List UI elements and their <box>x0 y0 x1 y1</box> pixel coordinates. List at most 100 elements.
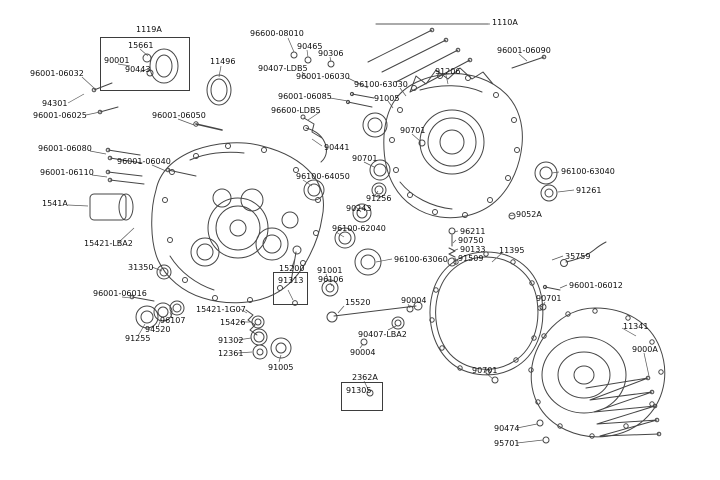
part-label: 91206 <box>435 67 461 76</box>
leader-line <box>329 56 332 63</box>
leader-line <box>621 327 637 337</box>
leader-line <box>452 257 457 261</box>
leader-line <box>287 37 295 53</box>
part-label: 96211 <box>460 227 486 236</box>
leader-line <box>91 174 108 178</box>
leader-line <box>551 255 564 261</box>
part-label: 90701 <box>472 366 498 375</box>
part-label: 96107 <box>160 316 186 325</box>
part-label: 96001-06080 <box>38 144 92 153</box>
leader-line <box>452 248 459 252</box>
part-label: 15426 <box>220 318 246 327</box>
leader-line <box>139 68 149 73</box>
part-label: 96100-64050 <box>296 172 350 181</box>
clutch-gasket-art <box>429 251 544 376</box>
leader-line <box>375 258 393 263</box>
leader-line <box>311 138 323 147</box>
leader-line <box>355 206 362 213</box>
leader-line <box>177 118 195 126</box>
leader-line <box>239 308 248 314</box>
part-label: 96001-06030 <box>296 72 350 81</box>
part-label: 1110A <box>492 18 518 27</box>
leader-line <box>491 252 503 263</box>
leader-line <box>237 351 253 354</box>
part-label: 15421-1G07 <box>196 305 246 314</box>
part-label: 96100-62040 <box>332 224 386 233</box>
part-label: 90133 <box>460 245 486 254</box>
part-label: 15421-LBA2 <box>84 239 133 248</box>
leader-line <box>278 354 282 363</box>
leader-line <box>516 423 538 429</box>
leader-line <box>151 266 163 272</box>
part-label: 96001-06012 <box>569 281 623 290</box>
leader-line <box>347 77 369 89</box>
bolt-art <box>91 23 662 437</box>
leader-line <box>85 111 101 116</box>
callout-box <box>100 37 190 91</box>
part-label: 1119A <box>136 25 162 34</box>
part-label: 90407-LBA2 <box>358 330 407 339</box>
part-label: 96001-06032 <box>30 69 84 78</box>
leader-line <box>407 303 411 309</box>
part-label: 96001-06050 <box>152 111 206 120</box>
leader-line <box>373 190 379 198</box>
part-label: 90701 <box>352 154 378 163</box>
leader-line <box>453 230 459 233</box>
clutch-cover-art <box>528 307 666 439</box>
leader-line <box>559 284 568 289</box>
part-label: 90474 <box>494 424 520 433</box>
leader-line <box>329 97 349 102</box>
part-label: 91313 <box>278 276 304 285</box>
leader-line <box>643 352 650 377</box>
part-label: 15520 <box>345 298 371 307</box>
leader-line <box>67 204 89 207</box>
part-label: 31350 <box>128 263 154 272</box>
callout-box <box>273 272 308 305</box>
leader-line <box>551 171 560 174</box>
leader-line <box>151 164 167 172</box>
crankcase-right-art <box>383 67 523 219</box>
leader-line <box>411 133 421 142</box>
part-label: 90004 <box>401 296 427 305</box>
part-label: 90243 <box>346 204 372 213</box>
leader-line <box>335 231 345 238</box>
part-label: 90441 <box>324 143 350 152</box>
part-label: 15200 <box>279 264 305 273</box>
part-label: 15661 <box>128 41 154 50</box>
leader-line <box>307 111 321 121</box>
part-label: 12361 <box>218 349 244 358</box>
part-label: 94301 <box>42 99 68 108</box>
leader-line <box>67 93 85 104</box>
leader-line <box>139 48 149 57</box>
part-label: 90306 <box>318 49 344 58</box>
leader-line <box>557 189 575 193</box>
part-label: 90701 <box>536 294 562 303</box>
leader-line <box>301 71 308 79</box>
part-label: 91302 <box>218 336 244 345</box>
part-label: 11395 <box>499 246 525 255</box>
part-label: 91256 <box>366 194 392 203</box>
part-label: 91305 <box>346 386 372 395</box>
leader-line <box>121 296 132 299</box>
leader-line <box>137 323 146 337</box>
small-parts-art <box>89 48 607 336</box>
part-label: 96100-63060 <box>394 255 448 264</box>
bearing-art <box>135 112 558 360</box>
leader-line <box>363 161 375 168</box>
leader-line <box>387 100 394 109</box>
leader-line <box>117 63 131 67</box>
crankcase-left-art <box>151 142 325 304</box>
leader-line <box>329 282 333 287</box>
part-label: 96100-63030 <box>354 80 408 89</box>
screw-art <box>290 51 550 444</box>
part-label: 90001 <box>104 56 130 65</box>
part-label: 91005 <box>268 363 294 372</box>
part-label: 90465 <box>297 42 323 51</box>
leader-line <box>287 289 294 301</box>
part-label: 96600-08010 <box>250 29 304 38</box>
leader-line <box>237 337 252 341</box>
leader-line <box>291 257 296 268</box>
